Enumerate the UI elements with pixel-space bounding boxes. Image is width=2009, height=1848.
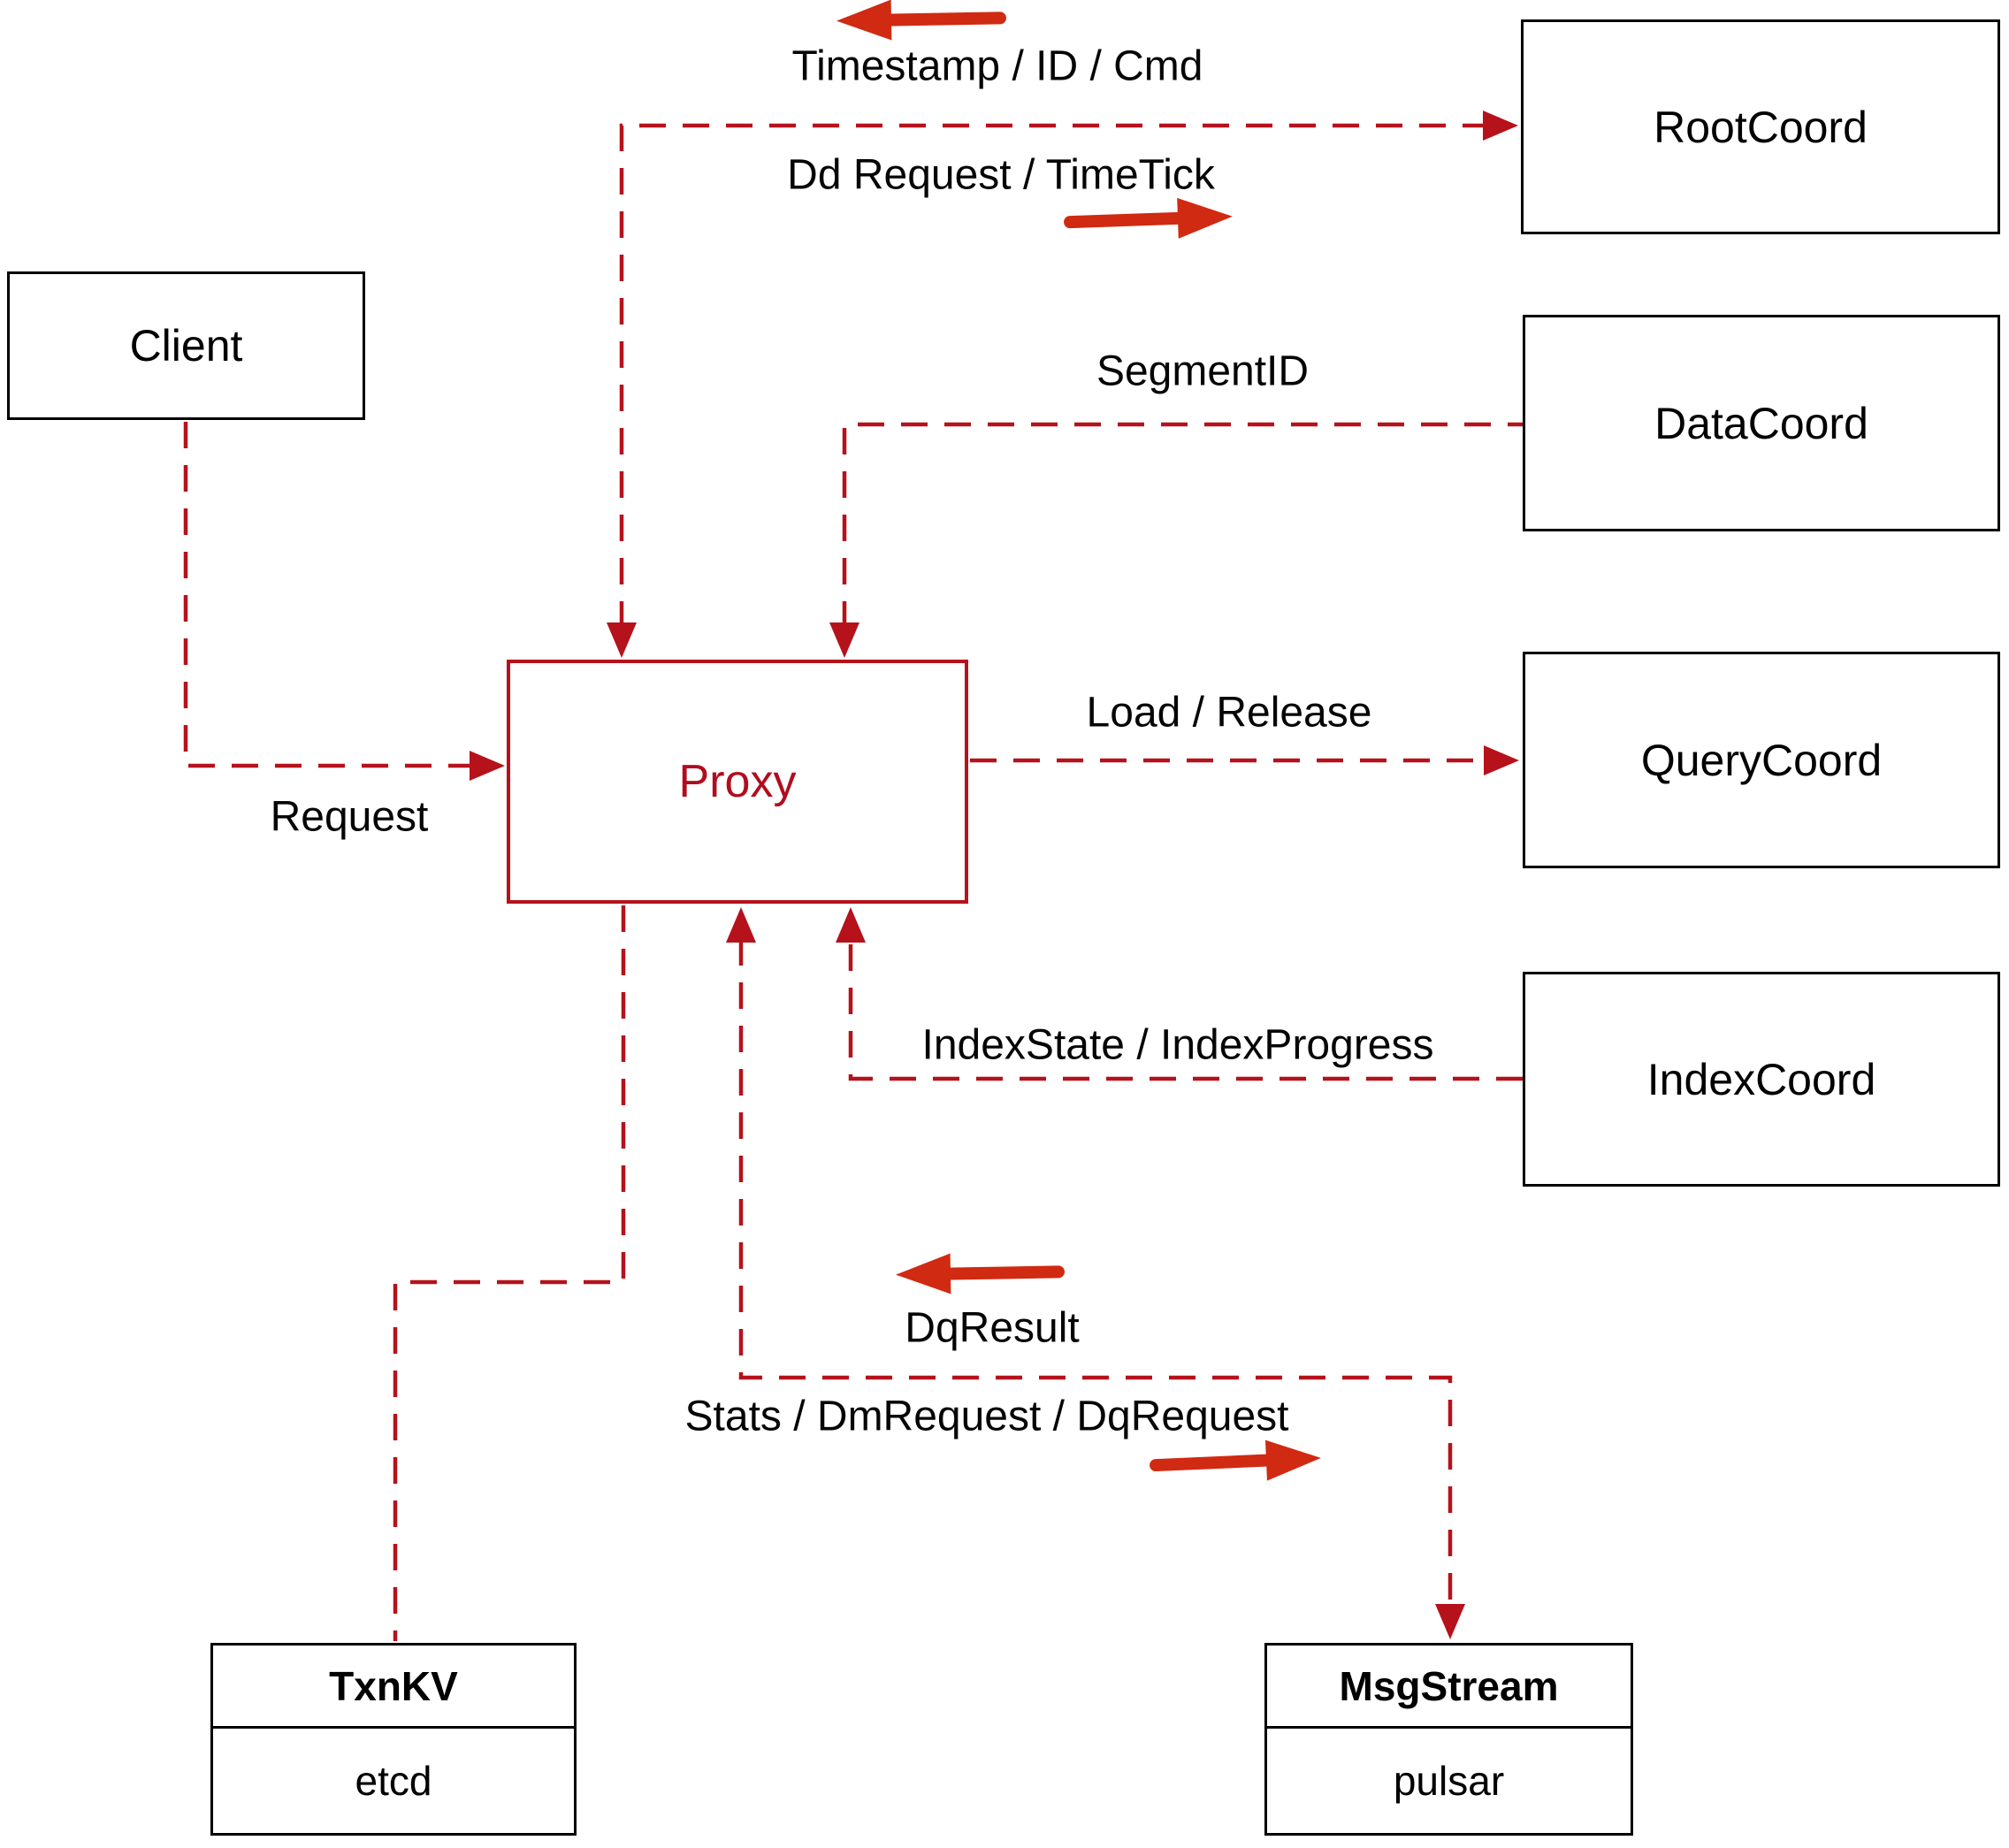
node-datacoord-label: DataCoord — [1654, 398, 1868, 448]
right-arrow-icon-stats — [1150, 1439, 1321, 1481]
node-client-label: Client — [129, 321, 243, 370]
node-querycoord: QueryCoord — [1523, 652, 2000, 868]
node-txnkv-title: TxnKV — [213, 1646, 574, 1729]
node-msgstream: MsgStream pulsar — [1264, 1643, 1633, 1836]
connector-proxy-rootcoord — [619, 123, 1484, 628]
arrowhead-into-querycoord-icon — [1484, 745, 1519, 775]
node-proxy-label: Proxy — [678, 756, 797, 807]
right-arrow-icon-ddrequest — [1064, 197, 1233, 239]
arrowhead-into-rootcoord-icon — [1483, 111, 1518, 141]
edge-label-indexstate-indexprogress: IndexState / IndexProgress — [921, 1021, 1434, 1069]
arrowhead-into-proxy-bottom-msgstream-icon — [726, 907, 756, 943]
node-txnkv: TxnKV etcd — [210, 1643, 577, 1836]
node-proxy: Proxy — [507, 660, 968, 904]
node-txnkv-impl: etcd — [355, 1758, 432, 1804]
node-rootcoord: RootCoord — [1521, 19, 2000, 234]
connector-client-proxy — [183, 422, 486, 768]
node-indexcoord: IndexCoord — [1523, 972, 2000, 1187]
left-arrow-icon-dqresult — [896, 1253, 1065, 1294]
node-rootcoord-label: RootCoord — [1654, 102, 1868, 152]
arrowhead-into-proxy-top-rootcoord-icon — [607, 622, 637, 658]
arrowhead-into-msgstream-icon — [1435, 1604, 1465, 1639]
connector-proxy-txnkv — [393, 905, 626, 1641]
edge-label-dd-request-timetick: Dd Request / TimeTick — [787, 151, 1215, 199]
edge-label-timestamp-id-cmd: Timestamp / ID / Cmd — [791, 42, 1203, 90]
node-indexcoord-label: IndexCoord — [1646, 1054, 1876, 1104]
edge-label-segmentid: SegmentID — [1096, 347, 1310, 395]
arrowhead-into-proxy-left-icon — [470, 751, 505, 781]
edge-label-dqresult: DqResult — [905, 1304, 1080, 1352]
edge-label-stats-dmrequest-dqrequest: Stats / DmRequest / DqRequest — [684, 1393, 1289, 1440]
node-msgstream-title: MsgStream — [1267, 1646, 1631, 1729]
edge-label-request: Request — [270, 793, 429, 841]
connector-proxy-msgstream — [738, 939, 1453, 1602]
node-datacoord: DataCoord — [1523, 315, 2000, 531]
node-querycoord-label: QueryCoord — [1640, 735, 1883, 785]
node-client: Client — [7, 271, 365, 420]
arrowhead-into-proxy-top-datacoord-icon — [829, 622, 859, 658]
edge-label-load-release: Load / Release — [1086, 689, 1372, 737]
node-msgstream-impl: pulsar — [1393, 1758, 1505, 1804]
left-arrow-icon-timestamp — [836, 0, 1006, 41]
connector-indexcoord-proxy — [848, 939, 1523, 1081]
connector-datacoord-proxy — [842, 422, 1523, 628]
arrowhead-into-proxy-bottom-indexcoord-icon — [836, 907, 866, 943]
